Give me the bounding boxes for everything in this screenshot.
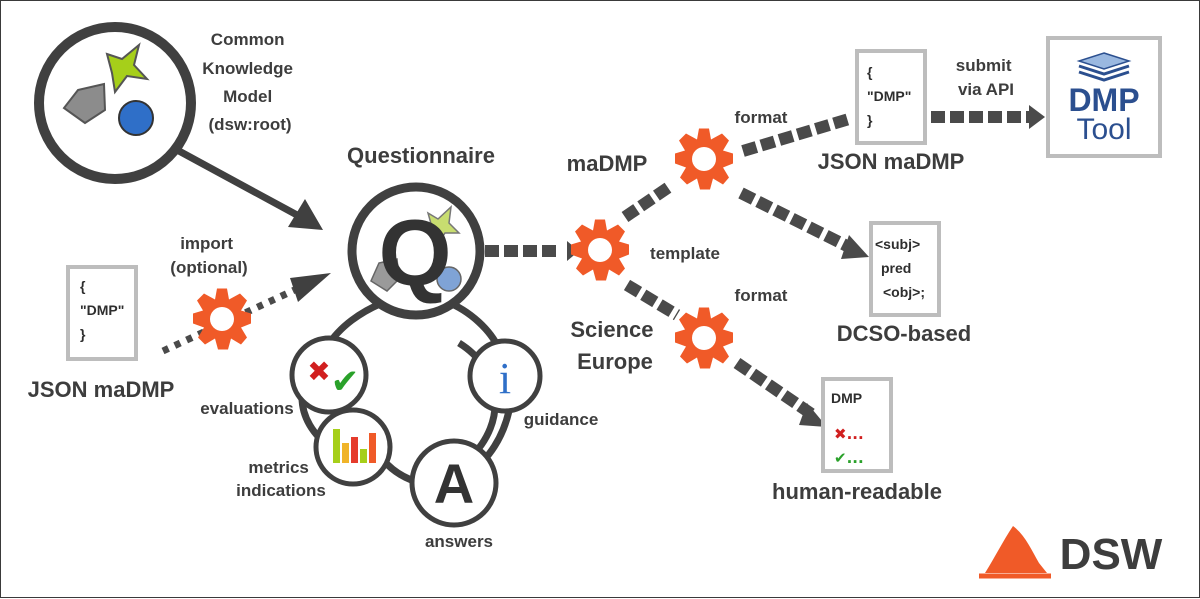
ckm-to-questionnaire-arrow [177,147,323,230]
json-output-doc: { "DMP" } [855,49,927,145]
dmptool-logo: DMP Tool [1046,36,1162,158]
submit-api-label: submit via API [956,56,1016,99]
dmptool-line2: Tool [1076,113,1131,146]
import-doc: { "DMP" } [66,265,138,361]
ckm-node [34,22,196,184]
answers-label: answers [425,532,493,551]
svg-text:DMP: DMP [831,390,862,406]
science-europe-label: Science Europe [570,317,659,374]
import-arrowhead [290,273,331,302]
metrics-label: metrics indications [236,458,326,500]
dsw-logo: DSW [979,526,1163,579]
dmptool-line1: DMP [1068,82,1139,118]
human-doc-cross-line: ✖... [834,425,864,443]
check-mark-icon: ✔ [331,362,360,402]
human-output-caption: human-readable [772,479,942,504]
madmp-label: maDMP [567,151,648,176]
template-gear-icon [571,219,629,281]
wizard-hat-icon [985,526,1047,573]
format-top-label: format [735,108,788,127]
madmp-gear-icon [675,128,733,190]
questionnaire-title: Questionnaire [347,143,495,168]
svg-text:<subj> pred <obj>;: <subj> pred <obj>; [875,236,925,300]
svg-text:{ "DMP" }: { "DMP" } [867,64,915,128]
import-gear-icon [193,288,251,350]
json-output-caption: JSON maDMP [818,149,965,174]
science-europe-to-human-arrow [733,358,827,427]
format-bottom-label: format [735,286,788,305]
svg-text:{ "DMP" }: { "DMP" } [80,278,128,342]
info-icon: i [499,354,511,403]
cross-mark-icon: ✖ [307,355,330,388]
dcso-output-doc: <subj> pred <obj>; [869,221,941,317]
guidance-node[interactable]: i [467,338,543,414]
answers-letter: A [434,452,474,515]
madmp-to-dcso-arrow [738,187,869,259]
ckm-circle [34,22,196,184]
dcso-output-caption: DCSO-based [837,321,971,346]
science-europe-gear-icon [675,307,733,369]
questionnaire-node[interactable]: Q [347,182,485,320]
ckm-title: Common Knowledge Model (dsw:root) [202,30,297,134]
guidance-label: guidance [524,410,599,429]
import-caption: JSON maDMP [28,377,175,402]
human-output-doc: DMP ✖... ✔... [821,377,893,473]
evaluations-node[interactable]: ✖ ✔ [289,335,369,415]
dsw-logo-text: DSW [1060,530,1163,579]
evaluations-label: evaluations [200,399,294,418]
bar-chart-icon [333,429,376,463]
answers-node[interactable]: A [409,438,499,528]
circle-shape-icon [118,100,154,136]
pentagon-shape-icon [62,82,107,125]
metrics-node[interactable] [313,407,393,487]
human-doc-check-line: ✔... [834,449,864,467]
questionnaire-to-template-arrow [485,241,579,261]
layers-icon [1076,52,1132,82]
questionnaire-letter: Q [378,200,451,305]
import-label: import (optional) [170,234,247,277]
star-shape-icon [105,42,150,95]
json-to-dmptool-arrow [931,105,1045,129]
import-doc-box [66,265,138,361]
template-label: template [650,244,720,263]
template-to-madmp-arrow [621,182,673,222]
template-to-science-europe-arrow [623,279,681,321]
